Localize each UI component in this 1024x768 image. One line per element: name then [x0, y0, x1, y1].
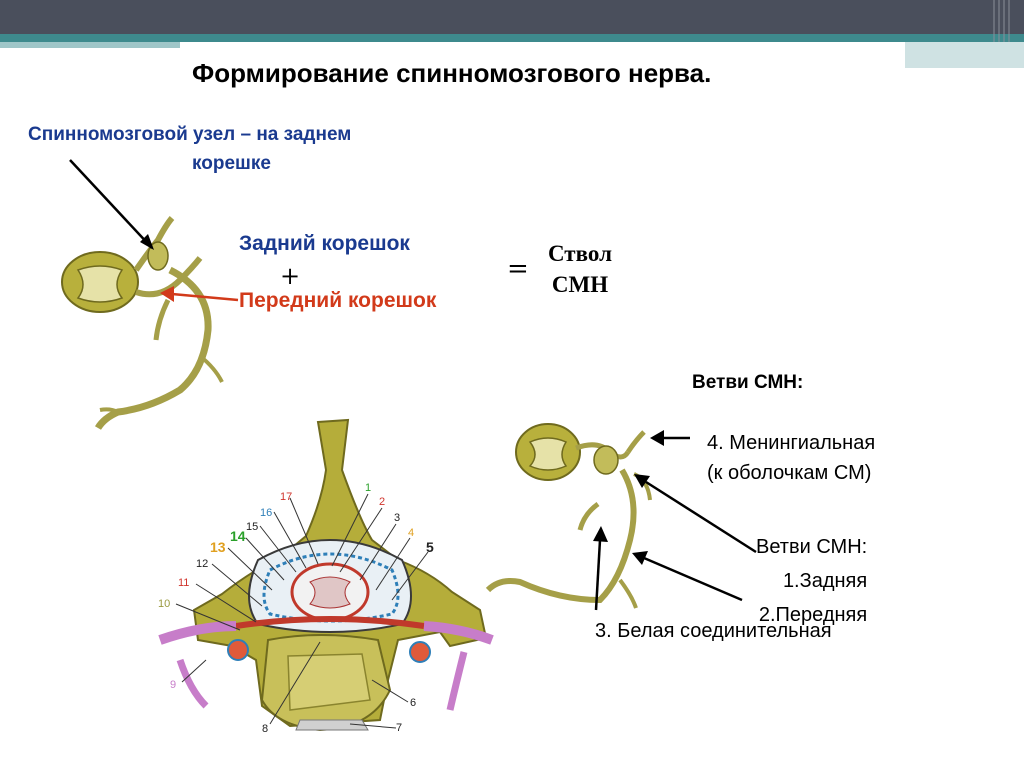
label-5: 5	[426, 539, 434, 555]
spinal-ganglion-caption-line2: корешке	[192, 153, 271, 174]
branches-list: Ветви СМН: 1.Задняя 2.Передняя	[756, 530, 867, 632]
label-1: 1	[365, 482, 371, 494]
label-14: 14	[230, 528, 246, 544]
label-9: 9	[170, 679, 176, 691]
vertebra-number-labels: 1 2 3 4 5 6 7 8 9 10 11 12 13 14 15 16 1…	[158, 482, 434, 735]
label-3: 3	[394, 512, 400, 524]
nerve-trunk-label: Ствол СМН	[548, 238, 612, 300]
posterior-root-label: Задний корешок	[239, 232, 410, 255]
slide-header-accent-left	[0, 42, 180, 48]
branches-list-heading: Ветви СМН:	[756, 536, 868, 558]
slide-header-bar	[0, 0, 1024, 34]
label-16: 16	[260, 507, 272, 519]
meningeal-branch-label: 4. Менингиальная (к оболочкам СМ)	[707, 428, 875, 488]
label-17: 17	[280, 491, 292, 503]
label-8: 8	[262, 723, 268, 735]
label-11: 11	[178, 577, 189, 589]
label-10: 10	[158, 598, 170, 610]
nerve-trunk-label-line2: СМН	[551, 272, 609, 297]
label-12: 12	[196, 558, 208, 570]
label-4: 4	[408, 527, 414, 539]
meningeal-branch-line2: (к оболочкам СМ)	[707, 462, 872, 484]
spinal-cord-top-illustration	[61, 216, 224, 430]
meningeal-branch-line1: 4. Менингиальная	[707, 432, 876, 454]
spinal-cord-branches-illustration	[485, 423, 652, 609]
label-15: 15	[246, 521, 258, 533]
branch-posterior-label: 1.Задняя	[782, 570, 868, 592]
plus-sign: +	[280, 262, 301, 290]
header-decoration	[993, 0, 1010, 42]
anterior-root-pointer-arrow	[171, 292, 239, 302]
label-7: 7	[396, 722, 402, 734]
slide-header-accent-right	[905, 42, 1024, 68]
vertebra-cross-section-illustration	[158, 418, 494, 732]
nerve-trunk-label-line1: Ствол	[548, 241, 612, 266]
slide-header-stripe	[0, 34, 1024, 42]
branch-anterior-label: 2.Передняя	[758, 604, 868, 626]
spinal-ganglion-caption: Спинномозговой узел – на заднем корешке	[28, 120, 351, 178]
label-6: 6	[410, 697, 416, 709]
ganglion-pointer-arrow	[69, 159, 153, 249]
branch-white-communicating-label: 3. Белая соединительная	[595, 620, 832, 642]
anterior-root-label: Передний корешок	[239, 289, 437, 312]
branch-pointer-arrows	[593, 430, 757, 611]
label-13: 13	[210, 539, 226, 555]
branches-heading: Ветви СМН:	[692, 372, 804, 393]
vertebra-label-leaders	[175, 493, 429, 729]
slide-title: Формирование спинномозгового нерва.	[192, 58, 712, 88]
spinal-ganglion-caption-line1: Спинномозговой узел – на заднем	[28, 124, 352, 145]
equals-sign: =	[507, 254, 529, 284]
label-2: 2	[379, 496, 385, 508]
